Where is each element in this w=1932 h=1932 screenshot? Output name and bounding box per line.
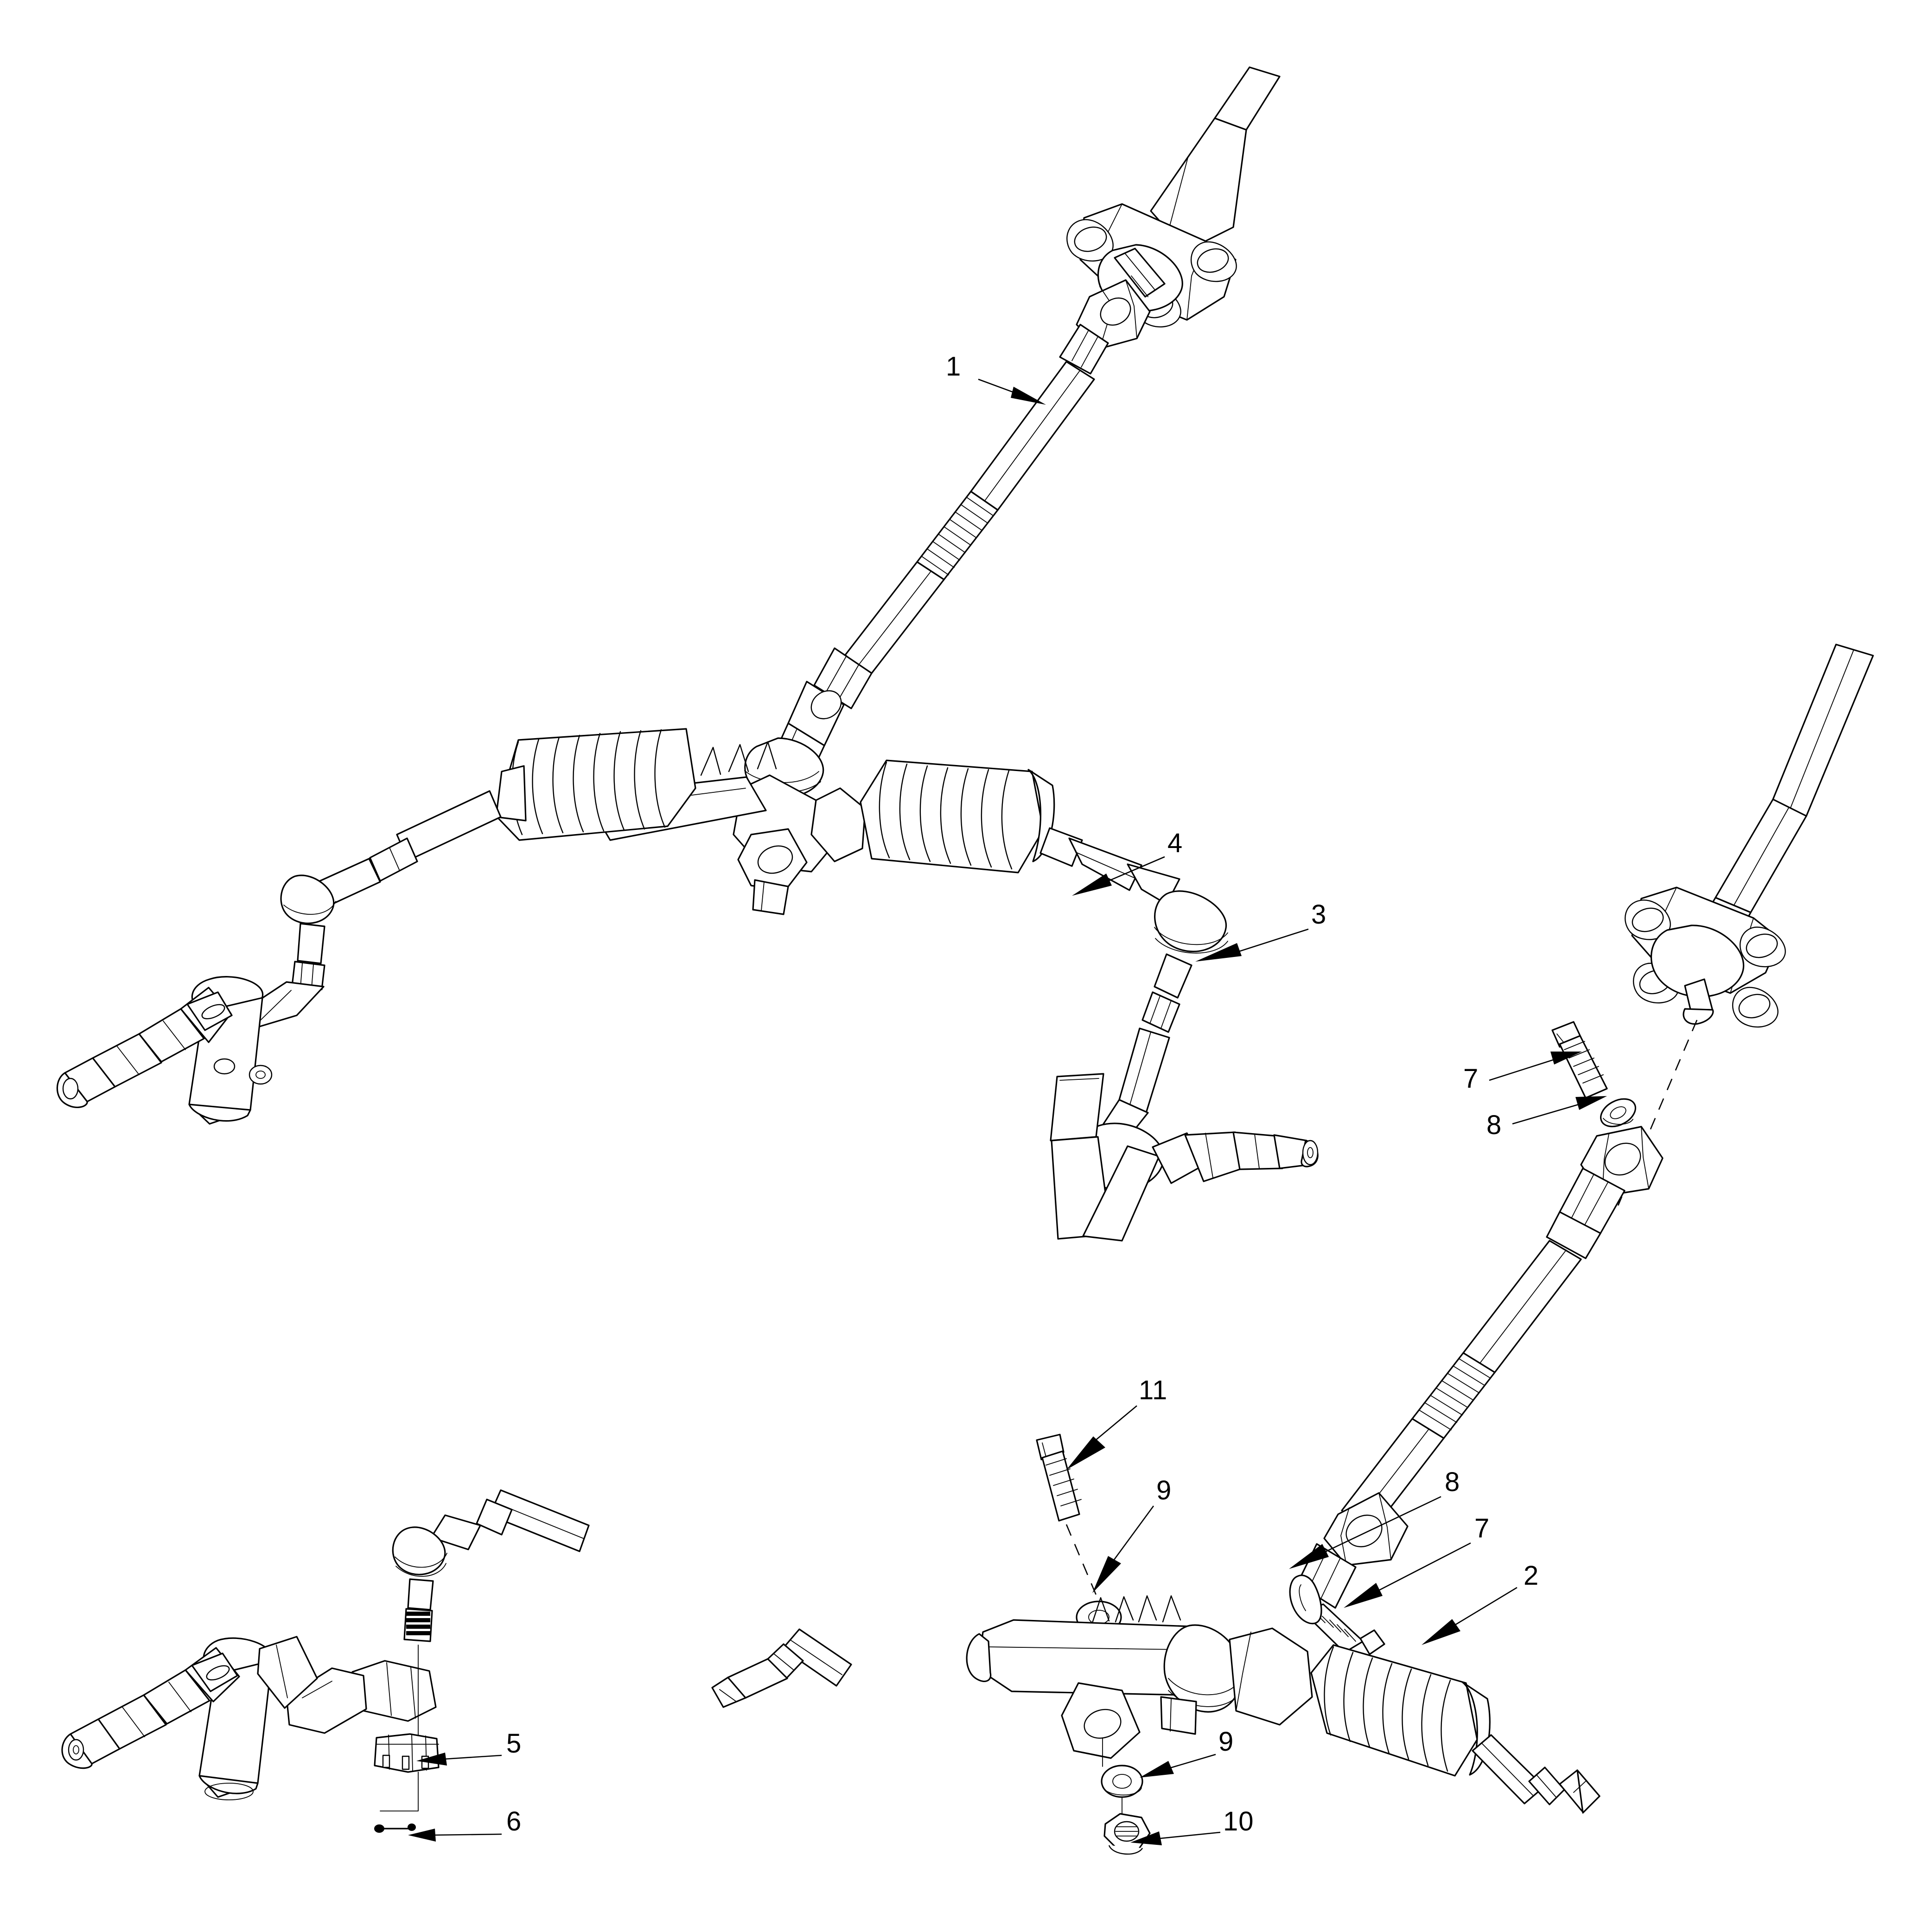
detail-bolt-7 [1551, 1021, 1608, 1099]
callout-number-3: 3 [1311, 899, 1327, 930]
detail-washer-8-lower [1289, 1575, 1322, 1625]
column-shaft-upper [844, 361, 1095, 674]
callout-number-11: 11 [1139, 1375, 1168, 1405]
detail-right-boot [1310, 1644, 1491, 1777]
right-tie-rod-end [1141, 890, 1228, 1033]
callout-number-8-upper: 8 [1486, 1110, 1502, 1140]
detail-right-rack-end [1472, 1734, 1600, 1814]
callout-number-9-lower: 9 [1218, 1727, 1234, 1757]
detail-lock-nut-10 [1103, 1813, 1151, 1855]
detail-castle-nut-5 [374, 1733, 440, 1773]
callout-number-2: 2 [1524, 1561, 1539, 1591]
rack-detail-view [711, 1434, 1600, 1855]
callout-number-10: 10 [1223, 1806, 1254, 1836]
upper-universal-joint [1059, 279, 1151, 375]
knuckle-detail-view [61, 1489, 590, 1833]
detail-cotter-pin-6 [374, 1824, 416, 1833]
callout-number-9-upper: 9 [1156, 1475, 1172, 1505]
callout-number-7-lower: 7 [1474, 1513, 1490, 1543]
callout-number-1: 1 [946, 351, 962, 382]
detail-steering-knuckle [61, 1636, 437, 1800]
detail-washer-9-lower [1101, 1765, 1143, 1798]
detail-universal-joint [1546, 1126, 1664, 1259]
left-tie-rod [280, 790, 502, 990]
detail-column-shaft [1341, 1240, 1582, 1532]
detail-bolt-11 [1036, 1434, 1082, 1522]
upper-column-and-flange [1066, 66, 1281, 328]
callout-number-8-lower: 8 [1445, 1467, 1460, 1497]
right-steering-knuckle [1050, 1027, 1319, 1242]
callout-leaders [408, 378, 1607, 1845]
right-bellows-boot [860, 759, 1055, 874]
detail-mounting-flange [1624, 886, 1786, 1028]
left-steering-knuckle [56, 976, 325, 1125]
detail-washer-8 [1600, 1098, 1636, 1128]
left-bellows-boot [495, 728, 696, 841]
callout-number-5: 5 [506, 1728, 522, 1759]
detail-left-rack-end [711, 1628, 852, 1708]
callout-number-7-upper: 7 [1463, 1064, 1479, 1094]
callout-number-6: 6 [506, 1806, 522, 1836]
bolt-11-centerline [1065, 1524, 1100, 1602]
main-assembly-view [56, 66, 1319, 1242]
right-tie-rod [1039, 827, 1180, 905]
detail-tie-rod [392, 1489, 590, 1642]
column-detail-view [1341, 644, 1874, 1532]
detail-cotter-centerline [380, 1772, 419, 1811]
callout-number-4: 4 [1167, 828, 1183, 858]
detail-rack-body [966, 1595, 1313, 1759]
